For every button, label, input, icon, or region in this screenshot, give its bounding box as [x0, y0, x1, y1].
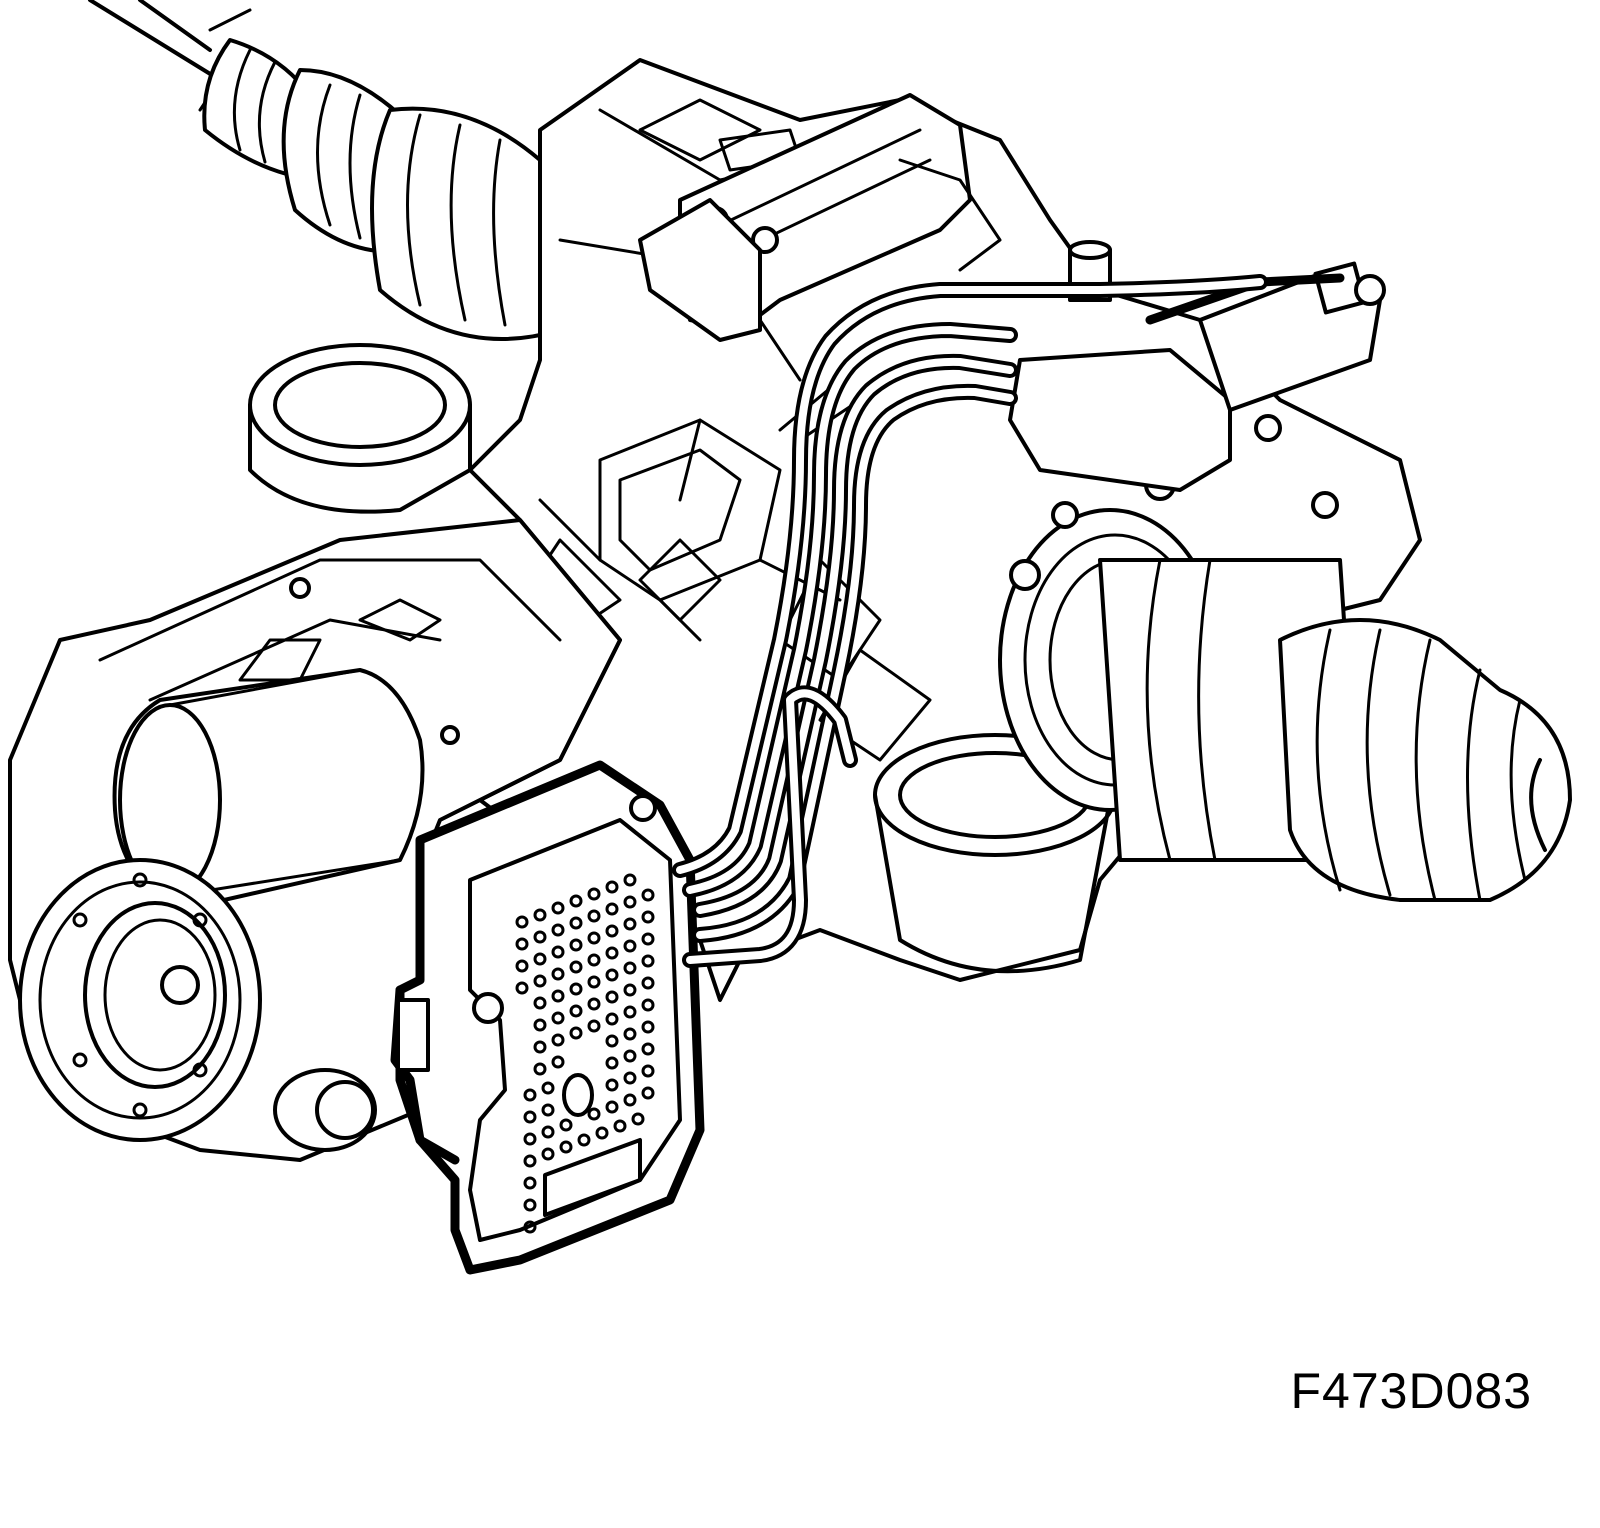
figure-code: F473D083 — [1290, 1363, 1532, 1419]
left-cv-boot — [202, 38, 574, 341]
control-module — [390, 760, 705, 1275]
right-cv-boot — [1278, 618, 1572, 902]
upper-mounting-bracket — [638, 93, 1002, 342]
actuator-front-flange — [18, 858, 262, 1142]
module-vent-holes — [515, 873, 655, 1234]
hydraulic-pipes — [672, 274, 1268, 968]
pressure-sensor-unit — [1008, 261, 1386, 492]
left-upper-mount — [248, 343, 472, 514]
electric-motor — [112, 668, 425, 912]
actuator-plug — [273, 1068, 377, 1152]
